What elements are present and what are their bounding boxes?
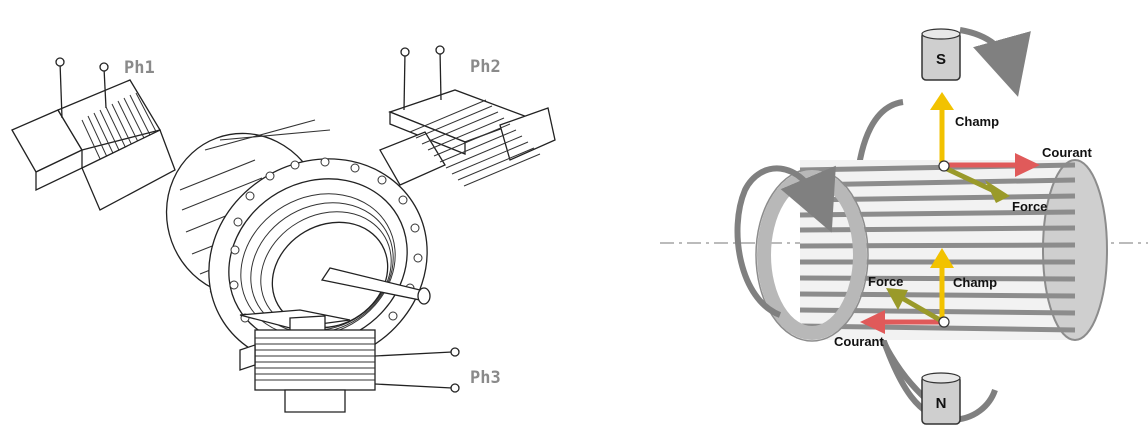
phase1-coil (11, 57, 176, 211)
bottom-champ-label: Champ (953, 275, 997, 290)
phase3-coil (239, 309, 460, 413)
stator-body (165, 119, 431, 366)
phase2-coil (379, 45, 556, 187)
north-pole-label: N (936, 395, 947, 412)
south-pole-magnet: S (921, 28, 961, 81)
bottom-force-label: Force (868, 274, 903, 289)
squirrel-cage-drawing: S N Champ Courant Force (660, 27, 1148, 425)
top-force-label: Force (1012, 199, 1047, 214)
rotor-rotation-arrow (734, 165, 836, 318)
bottom-force-vectors (860, 248, 954, 334)
top-courant-label: Courant (1042, 145, 1093, 160)
top-force-vectors (930, 92, 1040, 203)
bottom-courant-label: Courant (834, 334, 885, 349)
south-pole-label: S (936, 51, 946, 68)
phase1-label: Ph1 (124, 58, 155, 78)
phase3-label: Ph3 (470, 368, 501, 388)
north-pole-magnet: N (921, 372, 961, 425)
top-champ-label: Champ (955, 114, 999, 129)
three-phase-stator-drawing: Ph1 Ph2 (11, 45, 556, 413)
phase2-label: Ph2 (470, 57, 501, 77)
field-rotation-arrow-top (959, 27, 1031, 97)
